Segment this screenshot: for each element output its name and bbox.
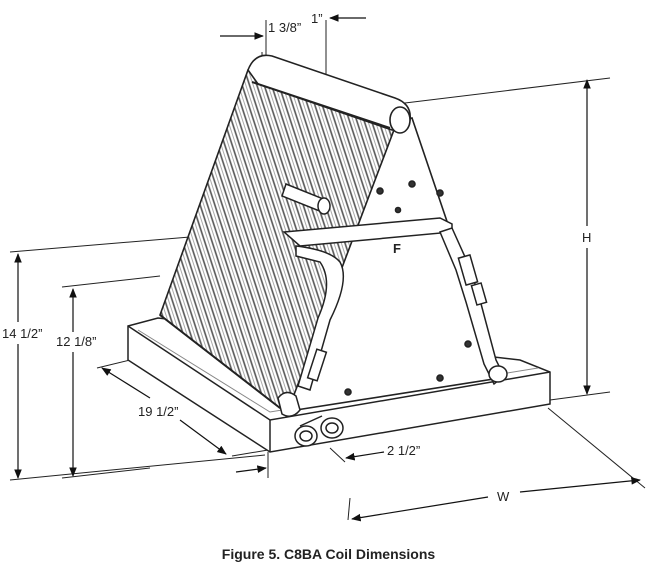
height-label: H	[582, 230, 591, 245]
tube-offset-label: 1”	[311, 11, 323, 26]
coil-slab	[159, 54, 412, 409]
dimension-depth: 19 1/2”	[101, 367, 227, 455]
inner-height-label: 12 1/8”	[56, 334, 96, 349]
dimension-tube-offset: 1”	[311, 11, 366, 26]
dimension-width: W	[351, 477, 641, 522]
dimension-connection-offset: 2 1/2”	[235, 443, 420, 473]
overall-height-label: 14 1/2”	[2, 326, 42, 341]
dimension-height: H	[582, 79, 591, 395]
dimension-overall-height: 14 1/2”	[2, 253, 42, 479]
dimension-tube-pitch: 1 3/8”	[220, 20, 301, 40]
connection-stubs	[294, 415, 344, 447]
panel-label: F	[393, 241, 401, 256]
depth-label: 19 1/2”	[138, 404, 178, 419]
dimension-inner-height: 12 1/8”	[56, 288, 96, 477]
figure-caption: Figure 5. C8BA Coil Dimensions	[221, 546, 436, 562]
tube-pitch-label: 1 3/8”	[268, 20, 301, 35]
connection-offset-label: 2 1/2”	[387, 443, 420, 458]
refrigerant-tubing	[277, 183, 508, 417]
width-label: W	[497, 489, 510, 504]
